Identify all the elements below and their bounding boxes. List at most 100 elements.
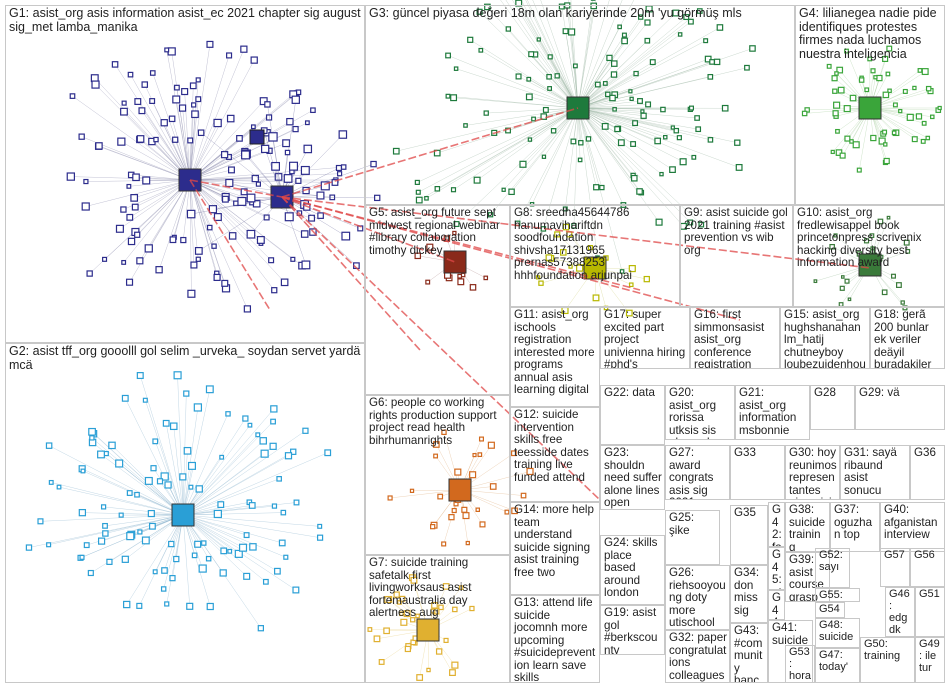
- graph-node: [255, 181, 261, 187]
- graph-edge: [577, 16, 641, 109]
- graph-node: [858, 77, 865, 83]
- graph-edge: [182, 514, 283, 544]
- graph-node: [511, 507, 518, 515]
- graph-edge: [85, 179, 191, 207]
- graph-node: [108, 441, 116, 450]
- graph-node: [687, 219, 694, 226]
- graph-edge: [577, 107, 660, 223]
- group-label: G25: şike: [669, 511, 695, 537]
- graph-node: [630, 174, 638, 182]
- graph-node: [691, 154, 697, 160]
- graph-node: [547, 54, 553, 60]
- graph-edge: [577, 16, 687, 109]
- graph-node: [632, 120, 639, 127]
- graph-node: [399, 595, 406, 602]
- graph-node: [592, 294, 600, 302]
- graph-edge: [151, 100, 191, 181]
- graph-node: [187, 461, 196, 470]
- graph-node: [283, 554, 289, 560]
- graph-node: [562, 28, 569, 35]
- graph-node: [219, 569, 227, 577]
- graph-edge: [540, 0, 579, 109]
- graph-node: [593, 184, 600, 191]
- graph-node: [457, 273, 463, 279]
- graph-node: [643, 275, 650, 283]
- graph-edge: [182, 430, 306, 516]
- graph-node: [271, 287, 278, 294]
- graph-edge: [182, 418, 246, 516]
- graph-node: [169, 236, 177, 244]
- graph-node: [547, 86, 553, 91]
- graph-node: [367, 627, 373, 632]
- graph-edge: [126, 514, 184, 605]
- graph-edge: [281, 163, 374, 198]
- graph-edge: [90, 514, 184, 574]
- graph-node: [873, 75, 878, 80]
- graph-node: [832, 110, 839, 117]
- graph-node: [886, 215, 891, 220]
- graph-edge: [577, 107, 691, 223]
- graph-node: [324, 449, 332, 457]
- graph-node: [240, 45, 248, 53]
- graph-node: [617, 139, 625, 147]
- graph-node: [606, 54, 613, 62]
- graph-node: [66, 172, 76, 181]
- group-label: G27: award congrats asis sig 2021: [669, 446, 714, 499]
- graph-edge: [532, 0, 579, 109]
- graph-node: [97, 450, 105, 459]
- group-label: G33: [734, 446, 756, 459]
- graph-node: [261, 144, 270, 154]
- graph-edge: [182, 505, 275, 516]
- graph-edge: [182, 452, 328, 516]
- graph-node: [341, 231, 351, 241]
- graph-node: [538, 280, 544, 286]
- group-label: G11: asist_org ischools registration int…: [514, 308, 595, 397]
- graph-node: [445, 52, 451, 59]
- graph-edge: [417, 107, 579, 183]
- graph-edge: [189, 179, 285, 283]
- graph-node: [213, 118, 222, 128]
- graph-node: [536, 37, 541, 42]
- graph-node: [920, 138, 926, 144]
- graph-edge: [577, 107, 673, 128]
- group-cell-g57: G57: [880, 548, 910, 587]
- graph-node: [869, 233, 875, 239]
- graph-node: [451, 661, 459, 669]
- graph-node: [562, 206, 568, 212]
- graph-node: [260, 449, 269, 458]
- graph-node: [213, 509, 222, 519]
- graph-edge: [459, 471, 531, 491]
- graph-edge: [470, 39, 579, 109]
- graph-node: [448, 514, 455, 521]
- graph-edge: [479, 11, 579, 109]
- graph-node: [847, 297, 852, 302]
- group-label: G56: [914, 549, 935, 561]
- group-label: G45: etc mattyg: [772, 548, 782, 589]
- graph-edge: [103, 506, 184, 516]
- graph-node: [630, 141, 637, 147]
- graph-node: [137, 529, 143, 535]
- group-label: G57: [884, 549, 905, 561]
- graph-node: [127, 237, 136, 246]
- graph-node: [183, 446, 192, 455]
- graph-node: [56, 484, 62, 490]
- graph-node: [441, 541, 447, 547]
- graph-edge: [189, 92, 299, 181]
- group-label: G3: güncel piyasa değeri 18m olan kariye…: [369, 6, 742, 20]
- group-label: G37: oguzhan top: [834, 503, 873, 542]
- graph-node: [621, 37, 628, 45]
- graph-node: [221, 279, 229, 287]
- graph-edge: [189, 179, 303, 266]
- graph-node: [452, 230, 457, 236]
- graph-node: [833, 233, 838, 238]
- group-cell-g31: G31: sayä ribaund asist sonucu: [840, 445, 910, 500]
- graph-node: [120, 206, 127, 213]
- group-cell-g9: G9: asist suicide gol 2021 training #asi…: [680, 205, 793, 307]
- graph-edge: [182, 514, 321, 538]
- group-label: G54: kerja: [819, 603, 840, 617]
- graph-edge: [82, 470, 184, 516]
- group-cell-g40: G40: afganistan interview: [880, 502, 945, 552]
- graph-edge: [577, 104, 649, 109]
- graph-edge: [281, 196, 601, 501]
